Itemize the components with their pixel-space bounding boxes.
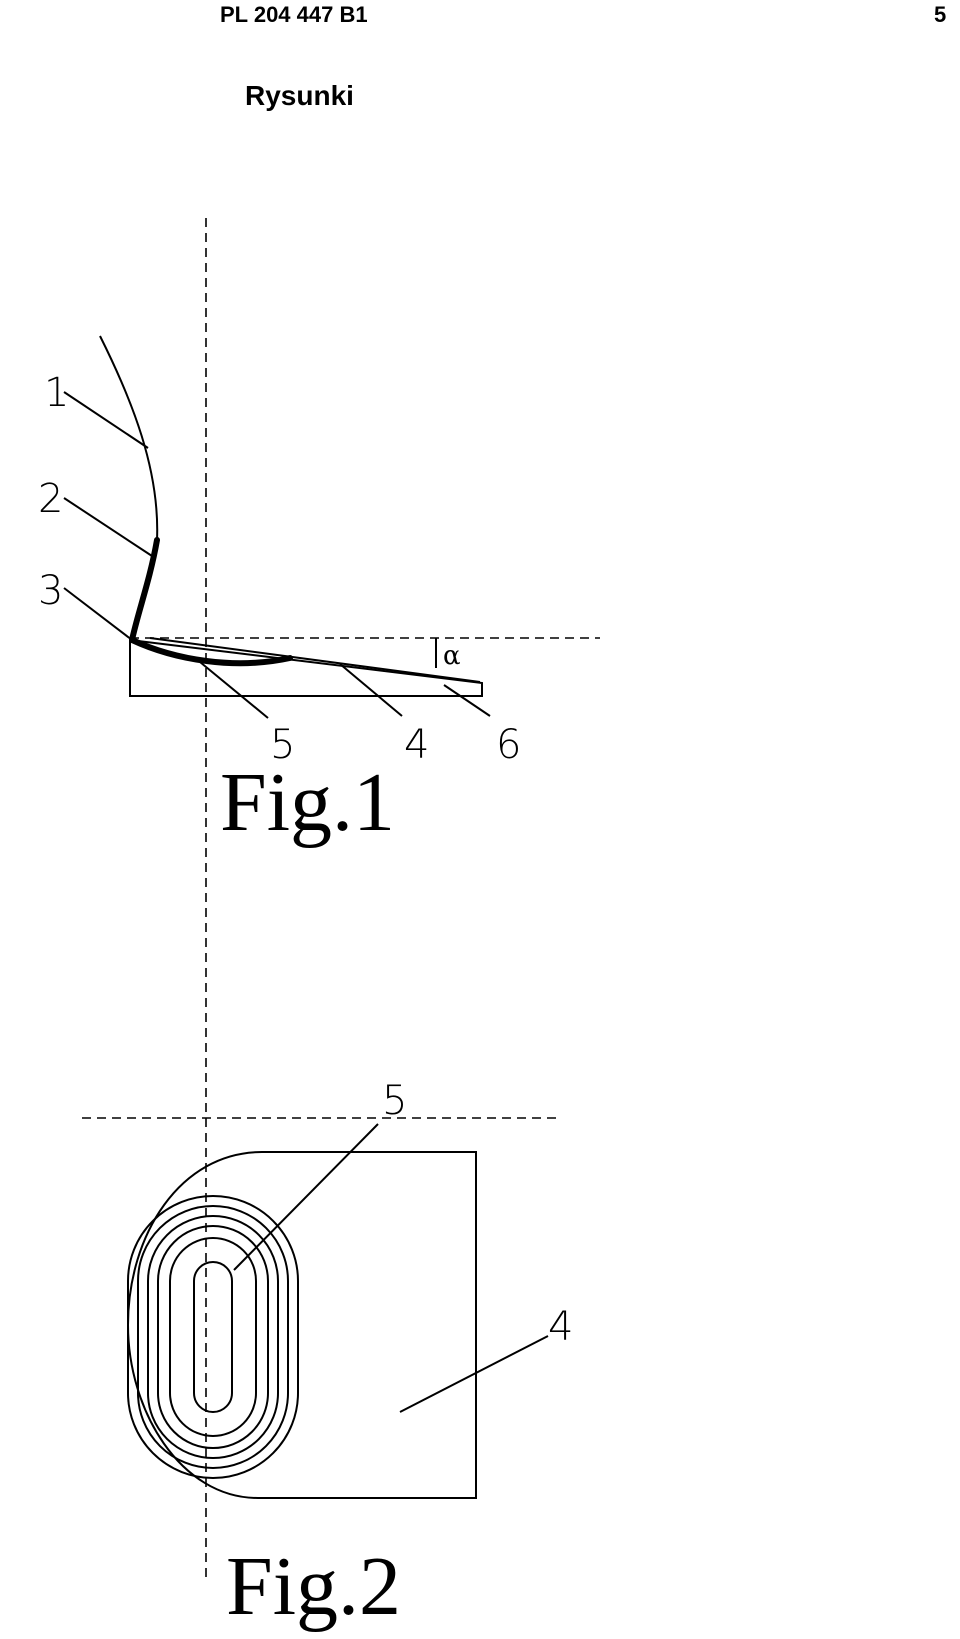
label-2: 2 — [38, 476, 63, 522]
figure-2-caption: Fig.2 — [226, 1540, 401, 1633]
label-6: 6 — [496, 722, 521, 768]
ridge-ring-3 — [147, 1215, 279, 1459]
ridge-ring-2 — [137, 1205, 289, 1469]
thick-wall-curve — [129, 537, 160, 643]
ridge-ring-5 — [169, 1237, 257, 1437]
ridge-ring-4 — [157, 1225, 269, 1449]
leader-line-5 — [199, 661, 269, 719]
ridge-ring-1 — [127, 1195, 299, 1479]
label-1: 1 — [44, 370, 69, 416]
figure-1-caption: Fig.1 — [220, 756, 395, 849]
leader-line-4 — [339, 663, 403, 717]
patent-number: PL 204 447 B1 — [220, 2, 368, 27]
insole-outline — [126, 1151, 477, 1499]
leader-line-4 — [399, 1335, 549, 1413]
leader-line-1 — [63, 391, 149, 449]
outer-shell-curve — [99, 335, 159, 541]
leader-line-2 — [63, 497, 153, 557]
label-4: 4 — [404, 722, 429, 768]
figure-1: 1 2 3 5 4 6 α Fig.1 — [38, 335, 600, 849]
wedge-top-edge — [149, 637, 481, 683]
ridge-core — [193, 1261, 233, 1413]
hatched-wedge — [129, 638, 483, 697]
angle-alpha-label: α — [443, 641, 461, 671]
thick-sole-curve — [129, 637, 293, 667]
leader-line-3 — [63, 587, 133, 641]
page-number: 5 — [934, 2, 947, 27]
label-5: 5 — [270, 722, 295, 768]
figure-2: 5 4 Fig.2 — [82, 1078, 573, 1633]
label-3: 3 — [38, 568, 63, 614]
leader-line-6 — [443, 684, 491, 717]
leader-line-5 — [233, 1123, 379, 1271]
label-4: 4 — [548, 1304, 573, 1350]
label-5: 5 — [382, 1078, 407, 1124]
section-title: Rysunki — [245, 80, 354, 111]
